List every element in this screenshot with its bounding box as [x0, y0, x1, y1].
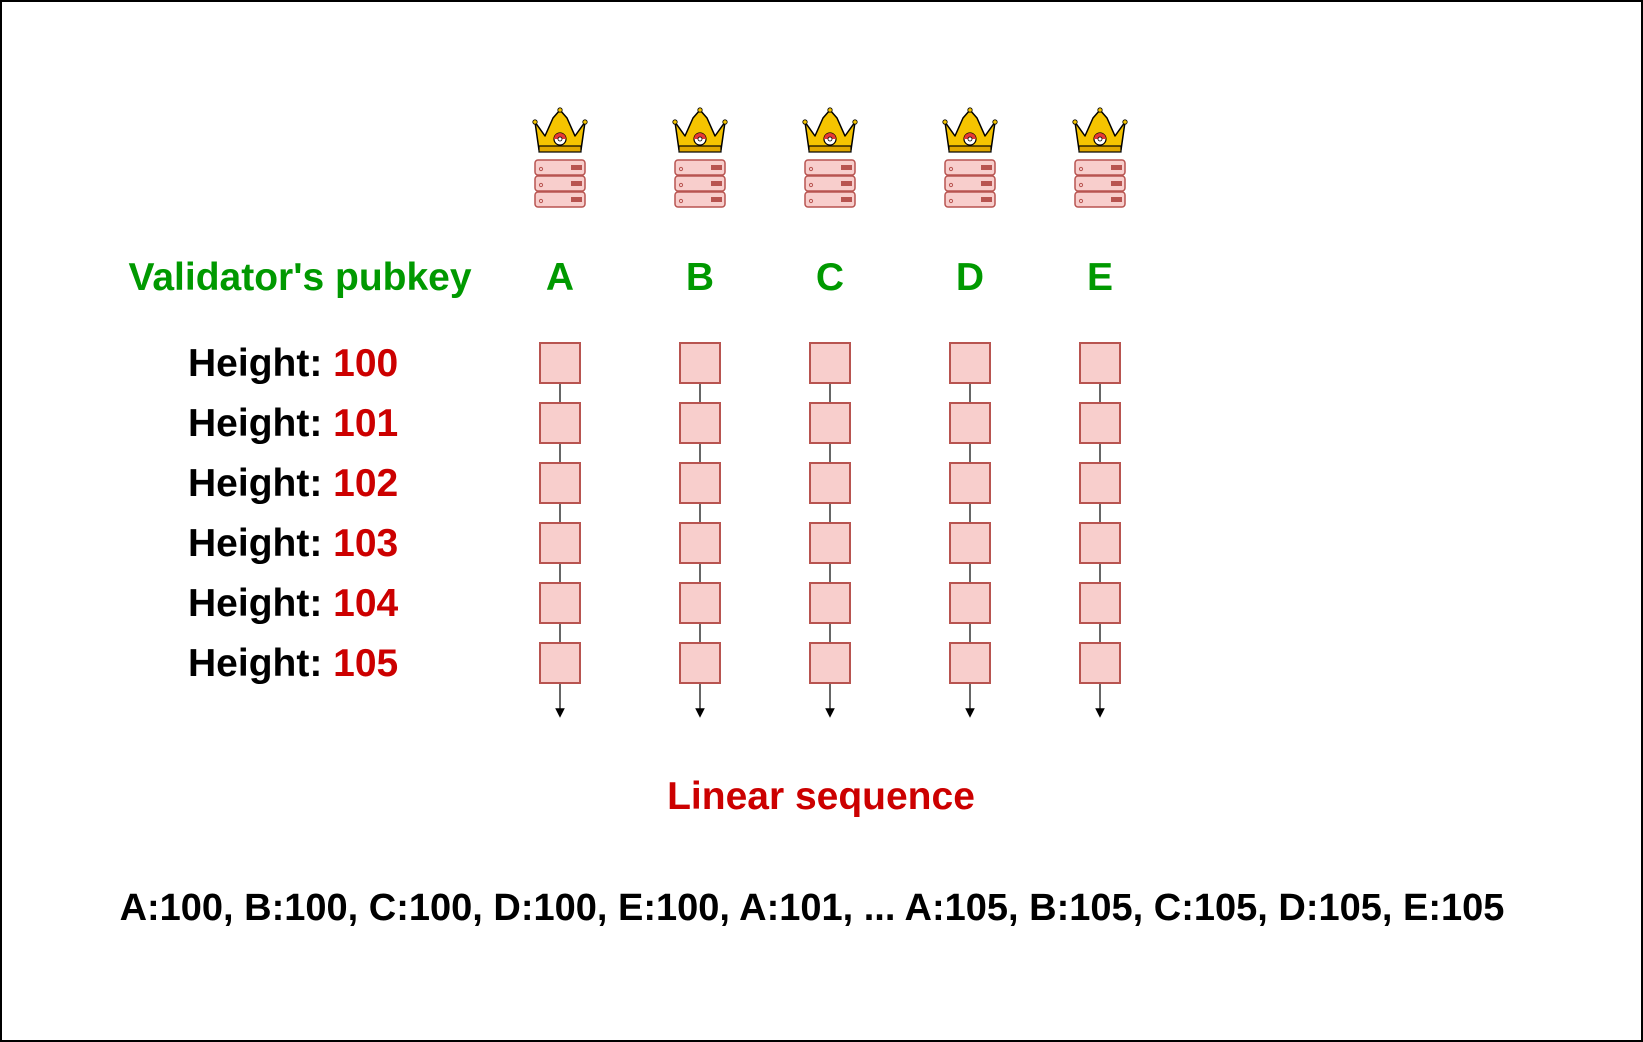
block-d-105 [949, 642, 991, 684]
block-a-104 [539, 582, 581, 624]
server-icon [804, 159, 856, 208]
block-c-100 [809, 342, 851, 384]
sequence-title: Linear sequence [667, 775, 975, 818]
validator-column-a: A [532, 107, 588, 718]
block-c-102 [809, 462, 851, 504]
height-prefix: Height: [188, 582, 333, 625]
pubkey-label: Validator's pubkey [128, 256, 471, 299]
validator-column-c: C [802, 107, 858, 718]
height-prefix: Height: [188, 342, 333, 385]
block-b-105 [679, 642, 721, 684]
block-e-105 [1079, 642, 1121, 684]
server-icon [534, 159, 586, 208]
block-d-101 [949, 402, 991, 444]
height-value: 104 [333, 582, 398, 625]
block-b-104 [679, 582, 721, 624]
block-e-101 [1079, 402, 1121, 444]
block-a-101 [539, 402, 581, 444]
crown-icon [532, 107, 588, 153]
block-e-102 [1079, 462, 1121, 504]
height-value: 101 [333, 402, 398, 445]
height-label: Height: 101 [188, 402, 398, 445]
server-icon [1074, 159, 1126, 208]
validator-label-c: C [816, 256, 844, 299]
block-b-100 [679, 342, 721, 384]
crown-icon [802, 107, 858, 153]
validator-column-b: B [672, 107, 728, 718]
block-d-104 [949, 582, 991, 624]
validator-columns: A B C D E [532, 107, 1128, 718]
validator-label-b: B [686, 256, 714, 299]
server-icon [944, 159, 996, 208]
block-e-104 [1079, 582, 1121, 624]
height-value: 105 [333, 642, 398, 685]
block-d-103 [949, 522, 991, 564]
block-e-103 [1079, 522, 1121, 564]
block-a-102 [539, 462, 581, 504]
height-prefix: Height: [188, 462, 333, 505]
height-label: Height: 102 [188, 462, 398, 505]
height-prefix: Height: [188, 522, 333, 565]
height-prefix: Height: [188, 642, 333, 685]
block-c-105 [809, 642, 851, 684]
validator-column-d: D [942, 107, 998, 718]
height-label: Height: 103 [188, 522, 398, 565]
height-label: Height: 105 [188, 642, 398, 685]
height-label: Height: 100 [188, 342, 398, 385]
server-icon [674, 159, 726, 208]
height-value: 100 [333, 342, 398, 385]
crown-icon [1072, 107, 1128, 153]
block-a-100 [539, 342, 581, 384]
validator-label-a: A [546, 256, 574, 299]
height-value: 102 [333, 462, 398, 505]
block-a-103 [539, 522, 581, 564]
height-label: Height: 104 [188, 582, 399, 625]
block-b-103 [679, 522, 721, 564]
block-b-101 [679, 402, 721, 444]
height-value: 103 [333, 522, 398, 565]
block-c-103 [809, 522, 851, 564]
crown-icon [942, 107, 998, 153]
block-c-101 [809, 402, 851, 444]
height-prefix: Height: [188, 402, 333, 445]
block-e-100 [1079, 342, 1121, 384]
crown-icon [672, 107, 728, 153]
block-d-102 [949, 462, 991, 504]
validator-label-d: D [956, 256, 984, 299]
block-b-102 [679, 462, 721, 504]
sequence-text: A:100, B:100, C:100, D:100, E:100, A:101… [120, 887, 1505, 929]
validator-label-e: E [1087, 256, 1113, 299]
block-a-105 [539, 642, 581, 684]
block-d-100 [949, 342, 991, 384]
validator-column-e: E [1072, 107, 1128, 718]
block-c-104 [809, 582, 851, 624]
